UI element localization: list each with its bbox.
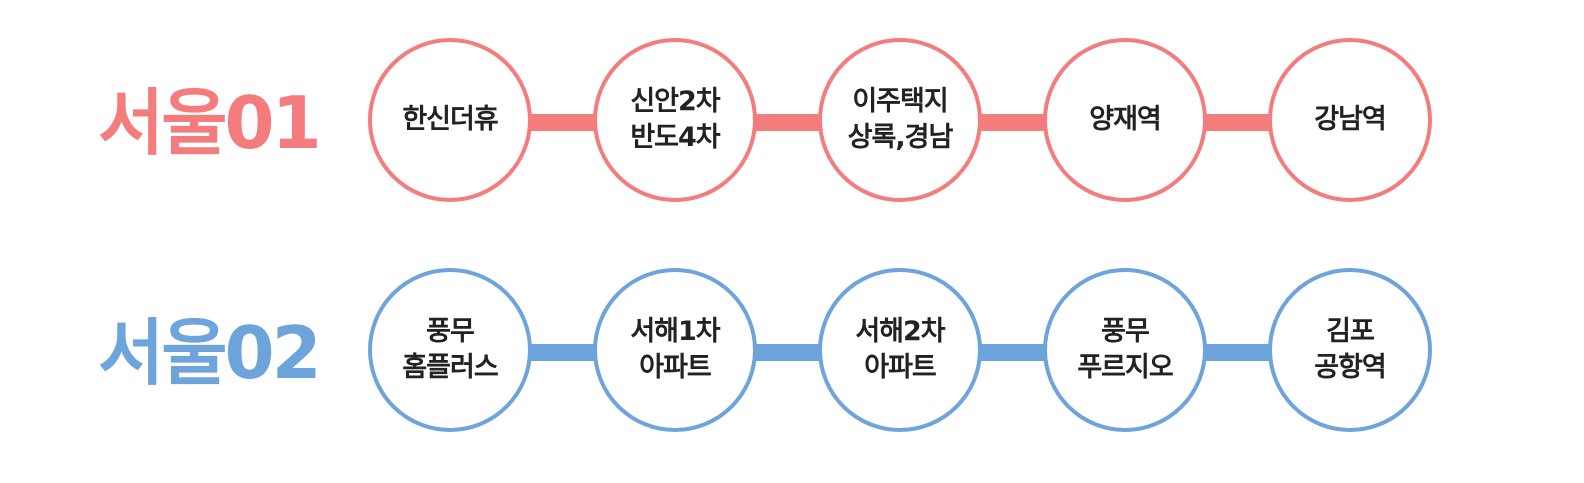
stop-label-line: 강남역 xyxy=(1314,104,1387,135)
stop-label-line: 아파트 xyxy=(639,352,712,383)
stop-circle: 신안2차 반도4차 xyxy=(593,38,757,202)
stop-circle: 풍무 푸르지오 xyxy=(1043,268,1207,432)
stop-label-line: 김포 xyxy=(1326,316,1375,347)
stop-circle: 강남역 xyxy=(1268,38,1432,202)
stop-label: 이주택지 상록,경남 xyxy=(847,84,954,156)
stop-circle: 이주택지 상록,경남 xyxy=(818,38,982,202)
stop-label: 풍무 홈플러스 xyxy=(402,314,498,386)
stop-label-line: 신안2차 xyxy=(630,86,720,117)
stop-label-line: 상록,경남 xyxy=(847,122,954,153)
route-seoul01: 서울01 한신더휴 신안2차 반도4차 이주택지 상록,경남 양재역 강남역 xyxy=(0,38,1584,208)
stop-circle: 서해2차 아파트 xyxy=(818,268,982,432)
stop-label-line: 서해1차 xyxy=(630,316,720,347)
stop-label-line: 풍무 xyxy=(1101,316,1150,347)
stop-label: 김포 공항역 xyxy=(1314,314,1387,386)
stop-label: 한신더휴 xyxy=(402,102,498,138)
stop-label: 서해1차 아파트 xyxy=(630,314,720,386)
stop-label-line: 반도4차 xyxy=(630,122,720,153)
stop-label: 신안2차 반도4차 xyxy=(630,84,720,156)
stop-label: 풍무 푸르지오 xyxy=(1077,314,1173,386)
route-title: 서울01 xyxy=(98,81,322,165)
stop-label-line: 홈플러스 xyxy=(402,352,498,383)
stop-label-line: 풍무 xyxy=(426,316,475,347)
route-title: 서울02 xyxy=(98,311,322,395)
stop-circle: 양재역 xyxy=(1043,38,1207,202)
stop-label-line: 한신더휴 xyxy=(402,104,498,135)
route-seoul02: 서울02 풍무 홈플러스 서해1차 아파트 서해2차 아파트 풍무 푸르지오 김… xyxy=(0,268,1584,438)
stop-label: 강남역 xyxy=(1314,102,1387,138)
stop-circle: 한신더휴 xyxy=(368,38,532,202)
stop-circle: 김포 공항역 xyxy=(1268,268,1432,432)
stop-label: 서해2차 아파트 xyxy=(855,314,945,386)
stop-circle: 풍무 홈플러스 xyxy=(368,268,532,432)
stop-label-line: 서해2차 xyxy=(855,316,945,347)
stop-label: 양재역 xyxy=(1089,102,1162,138)
stop-label-line: 공항역 xyxy=(1314,352,1387,383)
stop-label-line: 아파트 xyxy=(864,352,937,383)
stop-label-line: 양재역 xyxy=(1089,104,1162,135)
stop-circle: 서해1차 아파트 xyxy=(593,268,757,432)
stop-label-line: 이주택지 xyxy=(852,86,948,117)
stop-label-line: 푸르지오 xyxy=(1077,352,1173,383)
